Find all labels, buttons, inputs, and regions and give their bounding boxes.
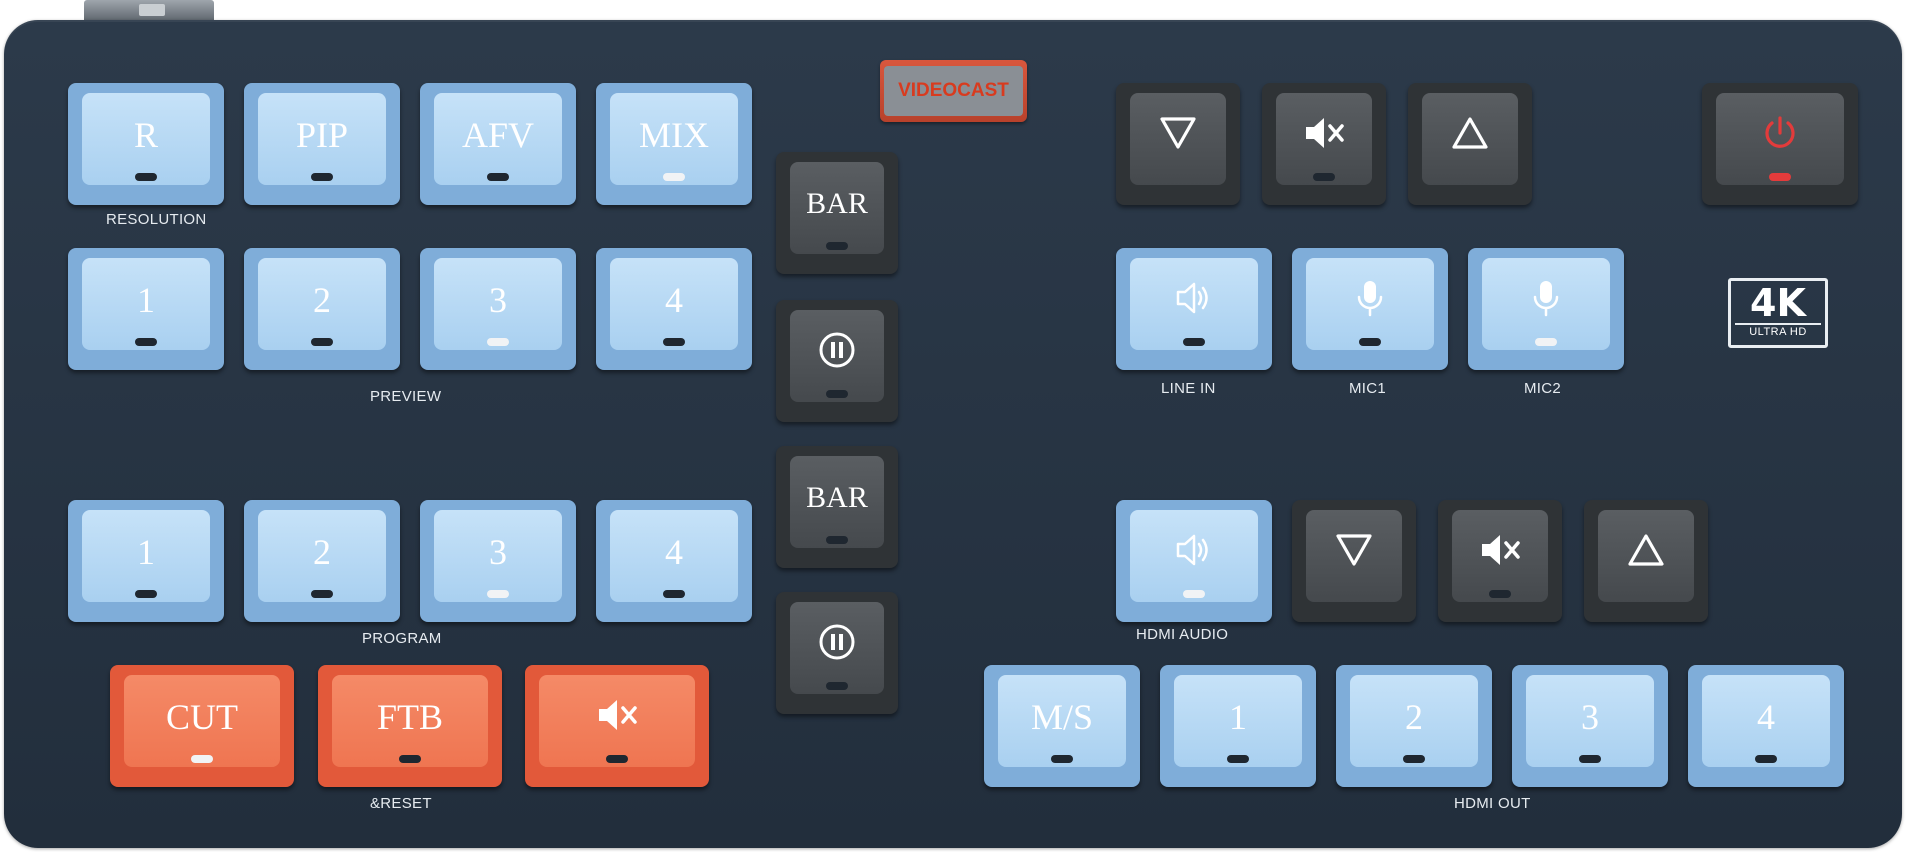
speaker-icon — [1116, 248, 1272, 370]
speaker-mute-icon — [1262, 83, 1386, 205]
cut-key[interactable]: CUT — [110, 665, 294, 787]
triangle-down-icon — [1292, 500, 1416, 622]
mic1-key[interactable] — [1292, 248, 1448, 370]
hdmi-out-key-3[interactable]: 3 — [1512, 665, 1668, 787]
switcher-panel: R PIP AFV MIX RESOLUTION 1 2 3 4 PREVIEW… — [4, 20, 1902, 848]
volume-up-key[interactable] — [1408, 83, 1532, 205]
triangle-down-icon — [1116, 83, 1240, 205]
hdmi-volume-up-key[interactable] — [1584, 500, 1708, 622]
preview-key-1[interactable]: 1 — [68, 248, 224, 370]
program-key-4[interactable]: 4 — [596, 500, 752, 622]
program-caption: PROGRAM — [362, 630, 442, 647]
power-icon — [1702, 83, 1858, 205]
pip-key[interactable]: PIP — [244, 83, 400, 205]
usb-port — [84, 0, 214, 22]
line-in-caption: LINE IN — [1161, 380, 1216, 397]
hdmi-out-caption: HDMI OUT — [1454, 795, 1531, 812]
hdmi-out-key-2[interactable]: 2 — [1336, 665, 1492, 787]
bar-key-top[interactable]: BAR — [776, 152, 898, 274]
speaker-mute-icon — [1438, 500, 1562, 622]
preview-caption: PREVIEW — [370, 388, 442, 405]
reset-caption: &RESET — [370, 795, 432, 812]
mic1-caption: MIC1 — [1349, 380, 1387, 397]
mute-key-orange[interactable] — [525, 665, 709, 787]
program-key-2[interactable]: 2 — [244, 500, 400, 622]
microphone-icon — [1292, 248, 1448, 370]
afv-key[interactable]: AFV — [420, 83, 576, 205]
pause-key-bottom[interactable] — [776, 592, 898, 714]
mic2-caption: MIC2 — [1524, 380, 1562, 397]
hdmi-volume-down-key[interactable] — [1292, 500, 1416, 622]
pause-icon — [776, 300, 898, 422]
mute-key-top[interactable] — [1262, 83, 1386, 205]
mic2-key[interactable] — [1468, 248, 1624, 370]
program-key-3[interactable]: 3 — [420, 500, 576, 622]
pause-icon — [776, 592, 898, 714]
hdmi-out-key-1[interactable]: 1 — [1160, 665, 1316, 787]
speaker-icon — [1116, 500, 1272, 622]
hdmi-mute-key[interactable] — [1438, 500, 1562, 622]
pause-key-top[interactable] — [776, 300, 898, 422]
ms-key[interactable]: M/S — [984, 665, 1140, 787]
resolution-caption: RESOLUTION — [106, 211, 207, 228]
mix-key[interactable]: MIX — [596, 83, 752, 205]
triangle-up-icon — [1584, 500, 1708, 622]
speaker-mute-icon — [525, 665, 709, 787]
resolution-key[interactable]: R — [68, 83, 224, 205]
program-key-1[interactable]: 1 — [68, 500, 224, 622]
line-in-key[interactable] — [1116, 248, 1272, 370]
preview-key-4[interactable]: 4 — [596, 248, 752, 370]
4k-ultra-hd-badge: 4K ULTRA HD — [1728, 278, 1828, 348]
bar-key-bottom[interactable]: BAR — [776, 446, 898, 568]
hdmi-audio-caption: HDMI AUDIO — [1136, 626, 1229, 643]
preview-key-2[interactable]: 2 — [244, 248, 400, 370]
hdmi-audio-key[interactable] — [1116, 500, 1272, 622]
brand-logo: VIDEOCAST — [880, 60, 1027, 122]
hdmi-out-key-4[interactable]: 4 — [1688, 665, 1844, 787]
microphone-icon — [1468, 248, 1624, 370]
triangle-up-icon — [1408, 83, 1532, 205]
preview-key-3[interactable]: 3 — [420, 248, 576, 370]
ftb-key[interactable]: FTB — [318, 665, 502, 787]
power-key[interactable] — [1702, 83, 1858, 205]
volume-down-key[interactable] — [1116, 83, 1240, 205]
